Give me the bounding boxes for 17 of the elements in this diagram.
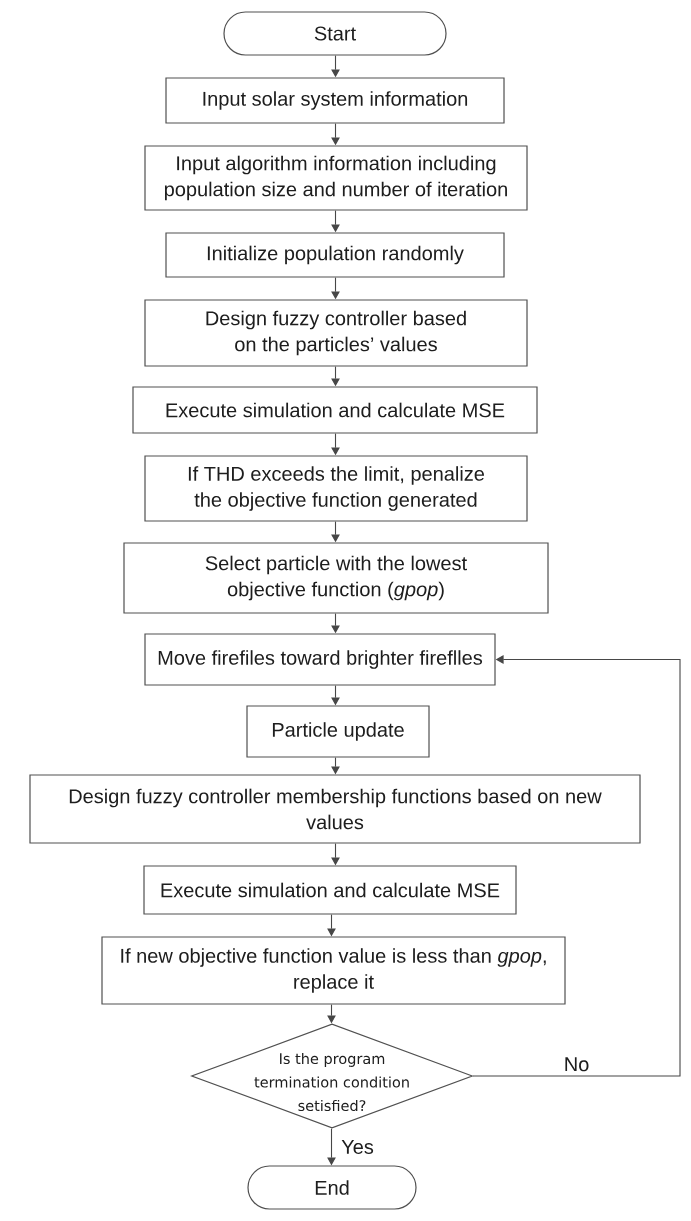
process-box: Select particle with the lowest objective function (gpop) bbox=[123, 542, 549, 614]
arrow bbox=[472, 655, 681, 1077]
process-box: Particle update bbox=[246, 705, 430, 758]
process-box: If new objective function value is less than gpop, replace it bbox=[101, 936, 566, 1005]
terminal-box: Start bbox=[223, 11, 447, 56]
process-box: Execute simulation and calculate MSE bbox=[132, 386, 538, 434]
process-box: Design fuzzy controller membership functions based on new values bbox=[29, 774, 641, 844]
process-box: Execute simulation and calculate MSE bbox=[143, 865, 517, 915]
terminal-box: End bbox=[247, 1165, 417, 1210]
process-box: Initialize population randomly bbox=[165, 232, 505, 278]
process-box: Design fuzzy controller based on the particles’ values bbox=[144, 299, 528, 367]
edge-label: Yes bbox=[339, 1138, 376, 1156]
process-box: Input solar system information bbox=[165, 77, 505, 124]
edge-label: No bbox=[562, 1055, 591, 1073]
process-box: Move firefiles toward brighter fireflles bbox=[144, 633, 496, 686]
process-box: Input algorithm information including population size and number of iteration bbox=[144, 145, 528, 211]
process-box: If THD exceeds the limit, penalize the objective function generated bbox=[144, 455, 528, 522]
